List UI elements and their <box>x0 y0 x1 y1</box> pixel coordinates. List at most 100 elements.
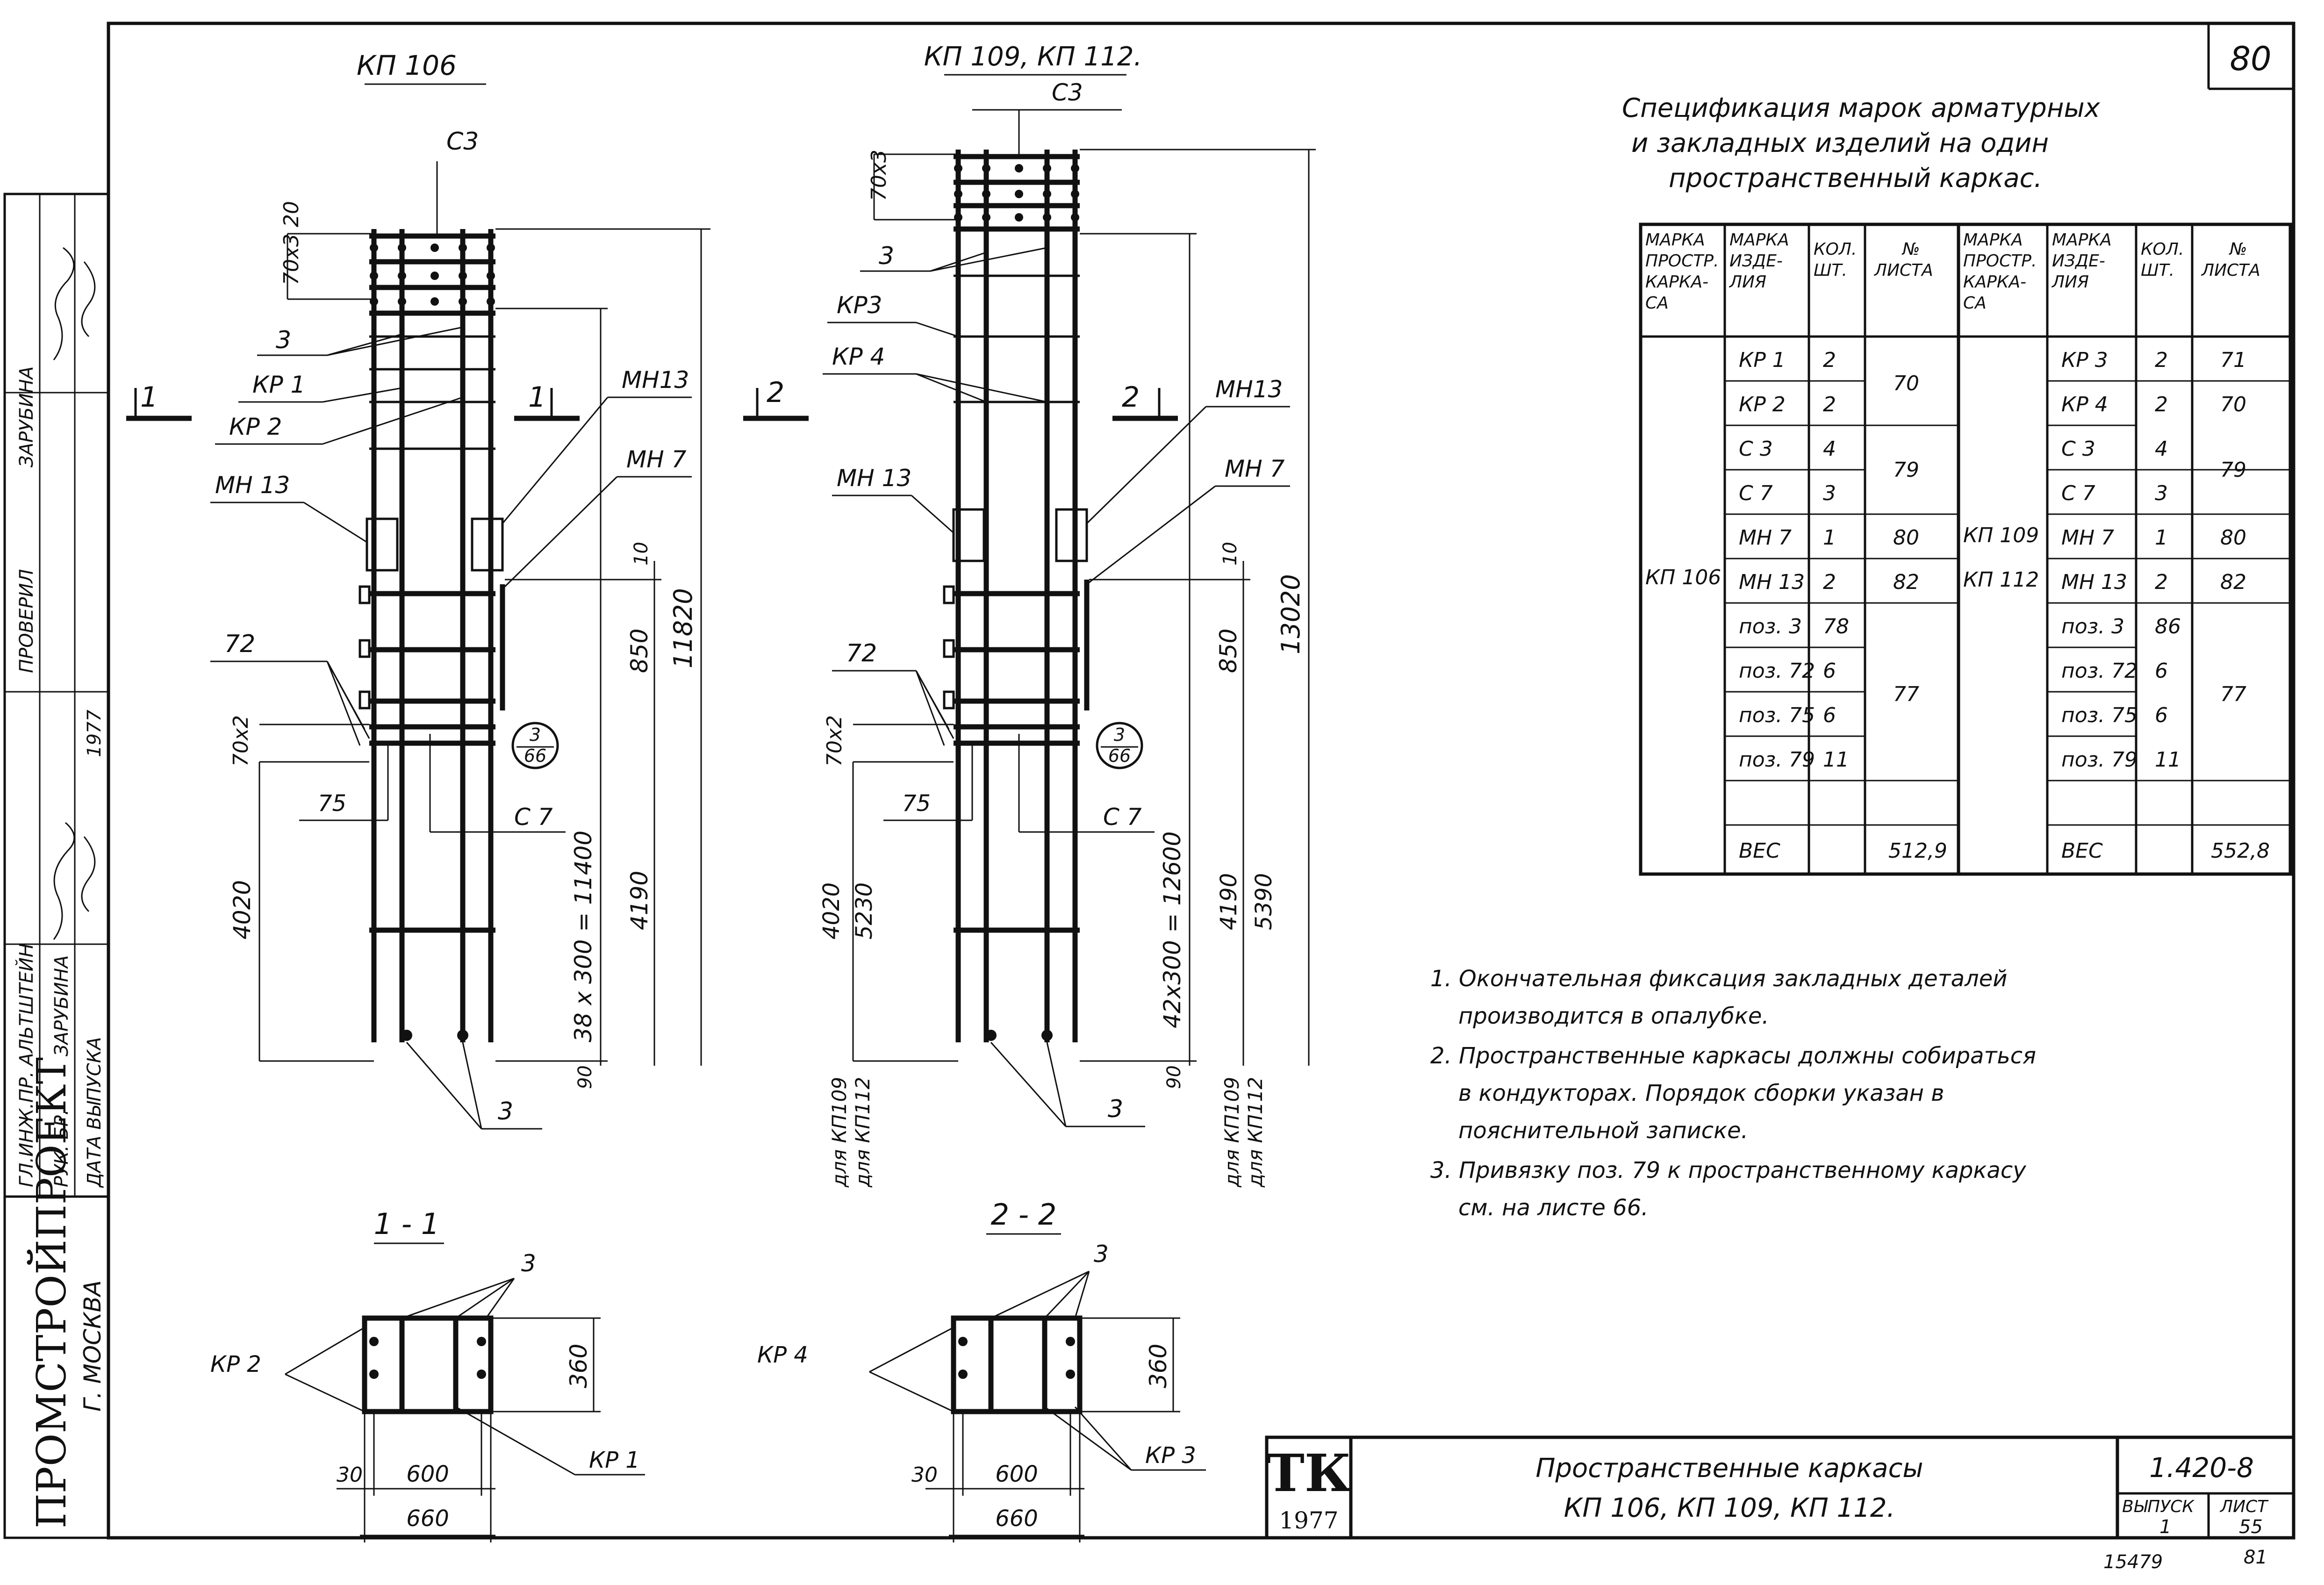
kp109-13020-dim: 13020 <box>1276 574 1305 654</box>
section-1-1-30-dim: 30 <box>337 1463 363 1487</box>
spec-right-item-9: поз. 79 <box>2061 748 2138 772</box>
kp106-plate-mn13-right <box>471 517 504 572</box>
section-1-1-kr1-label: КР 1 <box>589 1447 640 1473</box>
spec-left-qty-3: 3 <box>1823 481 1836 505</box>
spec-left-weight-label: ВЕС <box>1739 839 1780 863</box>
kp106-callout-bottom: 66 <box>524 746 546 766</box>
spec-row-lines <box>1725 380 2290 826</box>
spec-left-item-7: поз. 72 <box>1739 659 1815 683</box>
spec-h5-l2: ПРОСТР. <box>1963 251 2037 271</box>
spec-left-sheet-4: 77 <box>1893 682 1919 706</box>
kp109-5390-dim: 5390 <box>1251 873 1277 930</box>
spec-title-line1: Спецификация марок арматурных <box>1622 93 2101 123</box>
spec-left-qty-2: 4 <box>1823 437 1836 461</box>
section-1-1: 1 - 1 3 КР 2 КР 1 360 30 600 660 <box>210 1207 645 1542</box>
spec-left-item-3: С 7 <box>1739 481 1773 505</box>
kp109-kr4-label: КР 4 <box>832 343 885 370</box>
name-altshtein: АЛЬТШТЕЙН <box>15 943 37 1067</box>
spec-right-item-8: поз. 75 <box>2061 703 2138 727</box>
spec-right-sheet-5: 77 <box>2220 682 2246 706</box>
kp109-mn7-label: МН 7 <box>1225 455 1285 482</box>
spec-right-item-2: С 3 <box>2061 437 2095 461</box>
kp106-detail-callout <box>511 722 559 769</box>
spec-right-qty-1: 2 <box>2155 393 2168 416</box>
kp106-bar3-label: 3 <box>276 326 291 354</box>
spec-h7-l1: КОЛ. <box>2141 240 2184 259</box>
kp109-bar3-label: 3 <box>879 242 894 270</box>
signature-altshtein <box>53 822 96 940</box>
kp109-plate-mn13-right <box>1055 508 1088 562</box>
section-2-2-30-dim: 30 <box>911 1463 938 1487</box>
spec-right-item-4: МН 7 <box>2061 526 2114 550</box>
kp106-4190-dim: 4190 <box>626 871 653 930</box>
kp109-850-dim: 850 <box>1215 629 1242 673</box>
spec-left-item-9: поз. 79 <box>1739 748 1815 772</box>
section-2-2-660-dim: 660 <box>995 1506 1038 1532</box>
spec-left-qty-1: 2 <box>1823 393 1836 416</box>
spec-right-sheet-1: 70 <box>2220 393 2246 416</box>
kp109-detail-callout <box>1096 722 1143 769</box>
spec-left-sheet-2: 80 <box>1893 526 1919 550</box>
spec-left-qty-8: 6 <box>1823 703 1836 727</box>
spec-right-item-5: МН 13 <box>2061 570 2127 594</box>
kp109-plate-mn13-left <box>952 508 985 562</box>
kp109-70x2-dim: 70х2 <box>823 715 846 767</box>
section-2-2-title: 2 - 2 <box>991 1198 1057 1232</box>
note-3a: 3. Привязку поз. 79 к пространственному … <box>1430 1157 2026 1183</box>
sheet-number: 80 <box>2230 40 2271 78</box>
kp106-90-dim: 90 <box>574 1065 596 1089</box>
kp109-10-dim: 10 <box>1219 542 1241 566</box>
spec-h2-l3: ЛИЯ <box>1729 273 1766 292</box>
spec-right-sheet-3: 80 <box>2220 526 2246 550</box>
org-city: Г. МОСКВА <box>79 1280 106 1412</box>
spec-right-qty-0: 2 <box>2155 348 2168 372</box>
section-1-1-title: 1 - 1 <box>374 1207 440 1241</box>
note-1b: производится в опалубке. <box>1458 1003 1769 1029</box>
spec-right-qty-9: 11 <box>2155 748 2181 772</box>
section-1-1-kr2-label: КР 2 <box>210 1351 261 1377</box>
series-code: 1.420-8 <box>2149 1452 2254 1484</box>
section-2-2-kr4-label: КР 4 <box>757 1342 808 1368</box>
spec-left-qty-7: 6 <box>1823 659 1836 683</box>
spec-right-weight-label: ВЕС <box>2061 839 2103 863</box>
section-1-1-660-dim: 660 <box>406 1506 449 1532</box>
spec-h7-l2: ШТ. <box>2141 261 2174 280</box>
spec-left-qty-6: 78 <box>1823 615 1849 638</box>
kp109-70x3-dim: 70х3 <box>867 150 891 201</box>
sheet-value: 55 <box>2239 1516 2263 1538</box>
spec-right-qty-4: 1 <box>2155 526 2168 550</box>
note-2a: 2. Пространственные каркасы должны собир… <box>1430 1043 2036 1069</box>
spec-right-item-3: С 7 <box>2061 481 2095 505</box>
kp106-70x3-dim: 70х3 20 <box>280 201 303 285</box>
role-proveril: ПРОВЕРИЛ <box>16 569 37 673</box>
note-1a: 1. Окончательная фиксация закладных дета… <box>1430 966 2007 992</box>
kp106-plate-mn13-left <box>366 517 399 572</box>
kp109-pos72-label: 72 <box>846 639 877 667</box>
side-stamp: ПРОМСТРОЙПРОЕКТ Г. МОСКВА ГЛ.ИНЖ.ПР. РУК… <box>3 193 110 1539</box>
spec-left-item-8: поз. 75 <box>1739 703 1815 727</box>
kp109-mn13-label: МН 13 <box>837 465 911 492</box>
spec-right-item-0: КР 3 <box>2061 348 2108 372</box>
spec-title-line2: и закладных изделий на один <box>1631 128 2049 158</box>
spec-right-sheet-0: 71 <box>2220 348 2246 372</box>
spec-h8-l1: № <box>2229 240 2247 259</box>
issue-value: 1 <box>2159 1516 2171 1538</box>
notes: 1. Окончательная фиксация закладных дета… <box>1430 966 2036 1221</box>
spec-title-line3: пространственный каркас. <box>1669 163 2042 194</box>
sheet-label: ЛИСТ <box>2219 1497 2269 1516</box>
kp109-title: КП 109, КП 112. <box>924 42 1142 72</box>
role-gl-inzh: ГЛ.ИНЖ.ПР. <box>16 1071 37 1187</box>
spec-right-qty-3: 3 <box>2155 481 2168 505</box>
kp106-section-mark-right: 1 <box>528 381 546 414</box>
spec-h6-l1: МАРКА <box>2052 230 2112 250</box>
spec-right-item-1: КР 4 <box>2061 393 2108 416</box>
spec-left-qty-9: 11 <box>1823 748 1849 772</box>
spec-h1-l4: СА <box>1645 294 1669 313</box>
kp106-4020-dim: 4020 <box>229 880 256 940</box>
role-date: ДАТА ВЫПУСКА <box>84 1037 105 1188</box>
kp109-bar3-bottom-label: 3 <box>1108 1095 1123 1123</box>
section-2-2-360-dim: 360 <box>1145 1344 1172 1388</box>
kp106-kr2-label: КР 2 <box>229 413 282 440</box>
spec-right-qty-5: 2 <box>2155 570 2168 594</box>
